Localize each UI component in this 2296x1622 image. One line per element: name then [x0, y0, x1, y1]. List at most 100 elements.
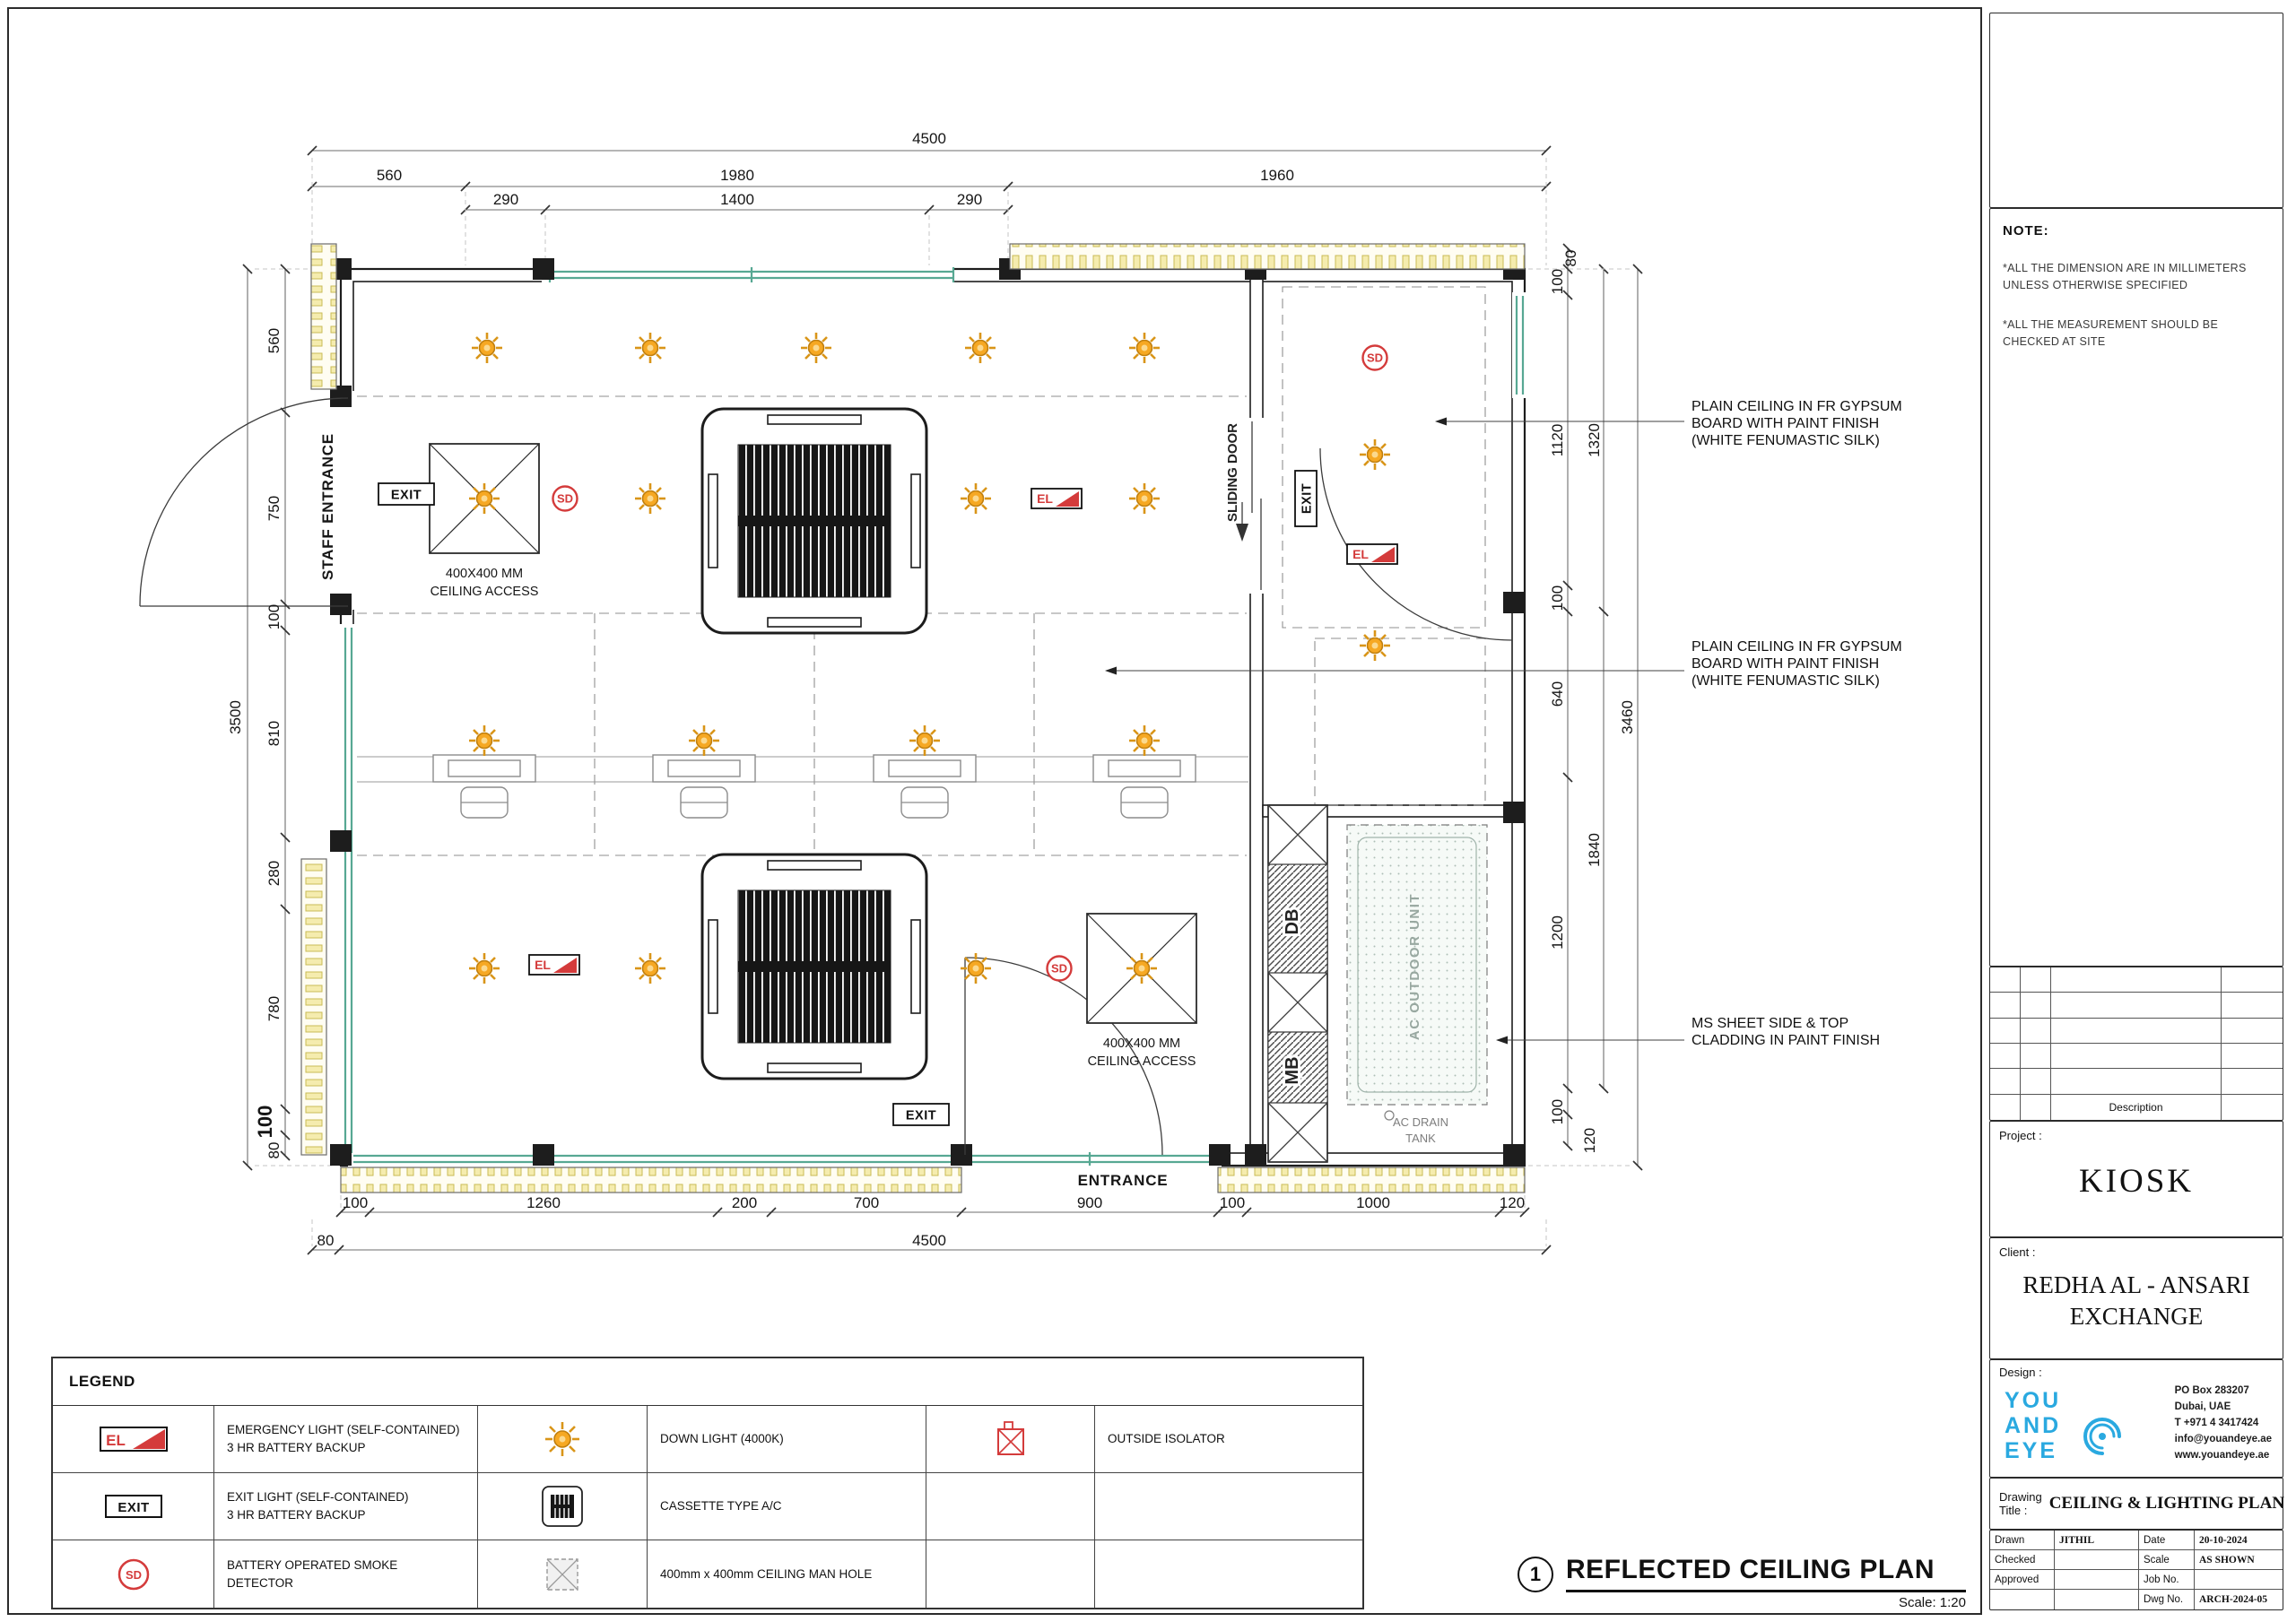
down-light-symbol — [1125, 951, 1159, 985]
staff-entrance-label: STAFF ENTRANCE — [319, 433, 336, 580]
dimension-label: 1200 — [1549, 915, 1566, 950]
dimension-label: 1320 — [1586, 423, 1603, 457]
detail-number-bubble: 1 — [1518, 1557, 1553, 1592]
svg-text:SD: SD — [125, 1568, 141, 1582]
project-name: KIOSK — [2078, 1163, 2195, 1200]
down-light-symbol — [1127, 331, 1161, 365]
svg-text:EXIT: EXIT — [391, 489, 422, 503]
down-light-symbol — [470, 331, 504, 365]
smoke-detector-symbol: SD — [1046, 955, 1073, 982]
dimension-label: 1980 — [720, 167, 754, 184]
svg-text:EL: EL — [106, 1432, 126, 1449]
ceiling-access-label: 400X400 MM — [446, 567, 523, 581]
dimension-label: 4500 — [912, 1232, 946, 1249]
dimension-label: 100 — [254, 1106, 276, 1139]
dimension-label: 100 — [1549, 585, 1566, 611]
down-light-symbol — [963, 331, 997, 365]
workstation-symbol — [1092, 754, 1196, 819]
checked-label: Checked — [1990, 1550, 2055, 1570]
drawing-title-box: Drawing Title : CEILING & LIGHTING PLAN — [1989, 1478, 2285, 1530]
legend-empty-cell — [1095, 1473, 1362, 1540]
ceiling-access-label: CEILING ACCESS — [430, 585, 539, 599]
notes-box: NOTE: *ALL THE DIMENSION ARE IN MILLIMET… — [1989, 208, 2283, 967]
emergency-light-symbol: EL — [528, 954, 580, 976]
dimension-label: 120 — [1500, 1194, 1525, 1211]
dimension-label: 4500 — [912, 130, 946, 147]
dimension-label: 280 — [265, 861, 283, 886]
ceiling-access-label: CEILING ACCESS — [1088, 1054, 1196, 1069]
dwg-number-value: ARCH-2024-05 — [2199, 1594, 2268, 1605]
doors — [139, 397, 1513, 1156]
ac-outdoor-unit-label: AC OUTDOOR UNIT — [1407, 893, 1422, 1040]
title-block-logo-box — [1989, 13, 2283, 208]
emergency-light-symbol: EL — [1031, 488, 1083, 509]
emergency-light-symbol: EL — [53, 1406, 214, 1473]
dimension-label: 1000 — [1356, 1194, 1390, 1211]
dimension-chains — [242, 145, 1643, 1255]
drawn-label: Drawn — [1990, 1531, 2055, 1550]
down-light-symbol — [687, 724, 721, 758]
approved-label: Approved — [1990, 1570, 2055, 1590]
svg-text:EL: EL — [1352, 547, 1369, 561]
job-number-label: Job No. — [2139, 1570, 2195, 1590]
client-name: REDHA AL - ANSARI — [2022, 1271, 2250, 1298]
drawing-title: CEILING & LIGHTING PLAN — [2048, 1494, 2285, 1513]
down-light-symbol — [467, 951, 501, 985]
dimension-label: 560 — [265, 328, 283, 353]
project-box: Project : KIOSK — [1989, 1121, 2283, 1237]
dimension-label: 100 — [343, 1194, 368, 1211]
down-light-symbol — [799, 331, 833, 365]
dimension-label: 1400 — [720, 191, 754, 208]
leader-arrow-icon — [1435, 417, 1447, 426]
down-light-symbol — [633, 951, 667, 985]
description-header: Description — [2051, 1094, 2222, 1120]
dimension-label: 1120 — [1549, 424, 1566, 457]
legend-text: BATTERY OPERATED SMOKE DETECTOR — [214, 1540, 478, 1608]
mb-label: MB — [1283, 1056, 1302, 1084]
smoke-detector-symbol: SD — [53, 1540, 214, 1608]
dimension-label: 3500 — [227, 700, 244, 734]
dimension-label: 80 — [317, 1232, 335, 1249]
cassette-ac-symbol — [478, 1473, 648, 1540]
design-contact: PO Box 283207 Dubai, UAE T +971 4 341742… — [2174, 1385, 2272, 1461]
electrical-shaft: DB MB — [1267, 804, 1328, 1163]
legend-text: 400mm x 400mm CEILING MAN HOLE — [648, 1540, 926, 1608]
svg-text:EYE: EYE — [2005, 1438, 2057, 1463]
date-value: 20-10-2024 — [2195, 1531, 2283, 1550]
design-box: Design : YOU AND EYE PO Box 283207 Dubai… — [1989, 1359, 2283, 1478]
down-light-symbol — [478, 1406, 648, 1473]
svg-text:EL: EL — [1037, 491, 1053, 506]
ac-drain-label: AC DRAIN — [1393, 1115, 1448, 1129]
sheet-scale: Scale: 1:20 — [1898, 1595, 1966, 1610]
client-label: Client : — [1999, 1245, 2036, 1259]
dimension-label: 290 — [957, 191, 982, 208]
you-and-eye-logo: YOU AND EYE — [2005, 1388, 2121, 1463]
legend-table: LEGEND EL EMERGENCY LIGHT (SELF-CONTAINE… — [51, 1357, 1364, 1609]
smoke-detector-symbol: SD — [1361, 344, 1388, 371]
ac-drain-icon — [1384, 1110, 1395, 1121]
legend-text: DOWN LIGHT (4000K) — [648, 1406, 926, 1473]
down-light-symbol — [908, 724, 942, 758]
project-label: Project : — [1999, 1129, 2042, 1142]
sheet-title: REFLECTED CEILING PLAN — [1566, 1555, 1966, 1592]
ac-drain-label: TANK — [1405, 1132, 1436, 1145]
legend-heading: LEGEND — [53, 1358, 1362, 1406]
legend-empty-cell — [926, 1473, 1095, 1540]
smoke-detector-symbol: SD — [552, 485, 578, 512]
note-item: *ALL THE MEASUREMENT SHOULD BE CHECKED A… — [2003, 317, 2219, 349]
dimension-label: 640 — [1549, 681, 1566, 707]
issue-info-table: Drawn JITHIL Date 20-10-2024 Checked Sca… — [1989, 1530, 2283, 1610]
ceiling-manhole-symbol — [478, 1540, 648, 1608]
svg-text:AND: AND — [2005, 1413, 2061, 1438]
scale-value: AS SHOWN — [2195, 1550, 2283, 1570]
down-light-symbol — [1358, 629, 1392, 663]
exit-light-symbol: EXIT — [53, 1473, 214, 1540]
legend-empty-cell — [1095, 1540, 1362, 1608]
date-label: Date — [2139, 1531, 2195, 1550]
ceiling-access-label: 400X400 MM — [1103, 1037, 1180, 1051]
cassette-ac-symbol — [700, 407, 928, 635]
db-label: DB — [1283, 909, 1302, 935]
